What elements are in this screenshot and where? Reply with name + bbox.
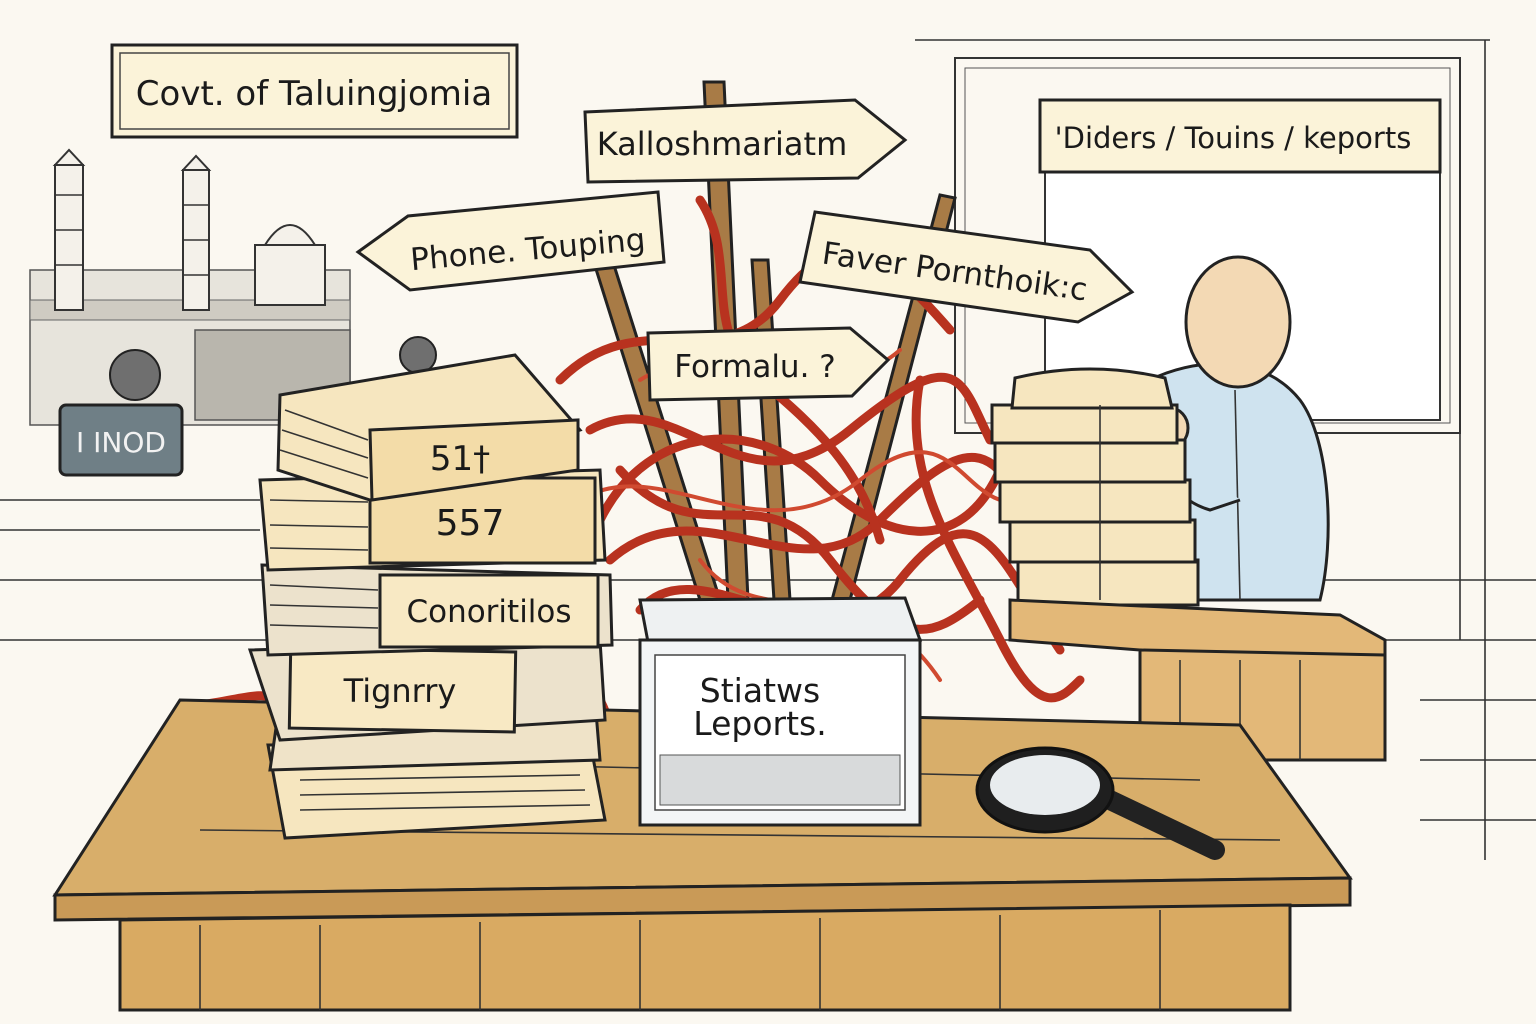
govt-sign-label: Covt. of Taluingjomia — [136, 74, 492, 114]
binder-stack: Tignrry Conoritilos 557 51† — [247, 353, 614, 840]
binder-3: Conoritilos — [260, 563, 614, 657]
sign-phone: Phone. Touping — [355, 190, 666, 292]
sign-formal: Formalu. ? — [646, 326, 891, 402]
magnifying-glass-icon — [975, 746, 1225, 860]
binder-3-label: Conoritilos — [406, 594, 571, 630]
sign-orders: 'Diders / Touins / keports — [1038, 98, 1442, 174]
sign-orders-label: 'Diders / Touins / keports — [1055, 121, 1412, 155]
inod-sign: I INOD — [58, 403, 184, 477]
status-reports-box: Stiatws Leports. — [638, 596, 923, 827]
paper-stack-right — [990, 367, 1200, 607]
binder-4-label: Tignrry — [343, 672, 457, 710]
binder-1: 51† — [276, 353, 583, 502]
status-box-line1: Stiatws — [700, 671, 820, 710]
sign-kalloshmaria-label: Kalloshmariatm — [597, 125, 848, 163]
binder-1-label: 51† — [430, 439, 490, 479]
inod-label: I INOD — [76, 426, 166, 459]
clerk-head — [1184, 255, 1292, 389]
status-box-line2: Leports. — [693, 704, 826, 743]
binder-4: Tignrry — [247, 638, 607, 742]
govt-sign: Covt. of Taluingjomia — [110, 43, 519, 139]
binder-2-label: 557 — [436, 503, 505, 544]
sign-formal-label: Formalu. ? — [674, 349, 836, 385]
sign-kalloshmaria: Kalloshmariatm — [583, 98, 908, 184]
